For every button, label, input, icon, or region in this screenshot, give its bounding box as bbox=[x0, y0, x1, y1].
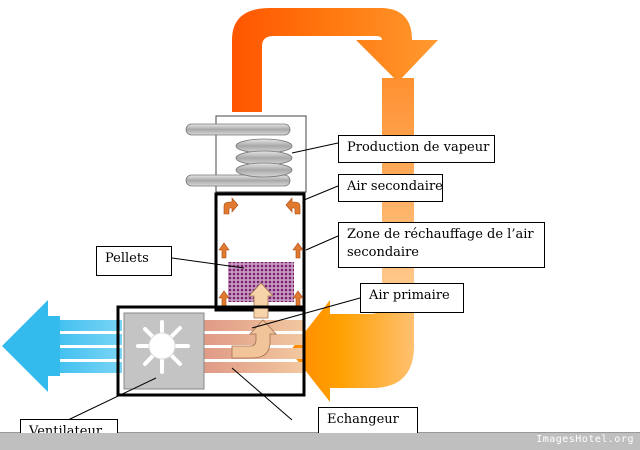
fresh-air-outlet bbox=[2, 300, 122, 392]
steam-coil bbox=[185, 123, 293, 187]
secondary-air-arrows bbox=[218, 197, 304, 307]
exchanger-housing bbox=[116, 305, 306, 397]
watermark-bar: ImagesHotel.org bbox=[0, 433, 640, 450]
label-zone-rechauffage-line2: secondaire bbox=[347, 245, 419, 260]
label-echangeur: Echangeur bbox=[318, 407, 418, 437]
hot-gas-bottom-arc bbox=[290, 296, 414, 402]
leader-lines bbox=[67, 142, 361, 421]
label-air-secondaire: Air secondaire bbox=[338, 174, 443, 202]
label-production-vapeur: Production de vapeur bbox=[338, 135, 495, 163]
label-air-primaire: Air primaire bbox=[360, 283, 464, 313]
fan bbox=[123, 312, 205, 390]
label-pellets: Pellets bbox=[96, 246, 172, 276]
label-zone-rechauffage: Zone de réchauffage de l’air secondaire bbox=[338, 222, 545, 268]
watermark-text: ImagesHotel.org bbox=[536, 434, 634, 445]
hot-gas-top-arc bbox=[232, 8, 438, 112]
primary-air-arrow bbox=[248, 282, 274, 319]
label-zone-rechauffage-line1: Zone de réchauffage de l’air bbox=[347, 227, 534, 242]
